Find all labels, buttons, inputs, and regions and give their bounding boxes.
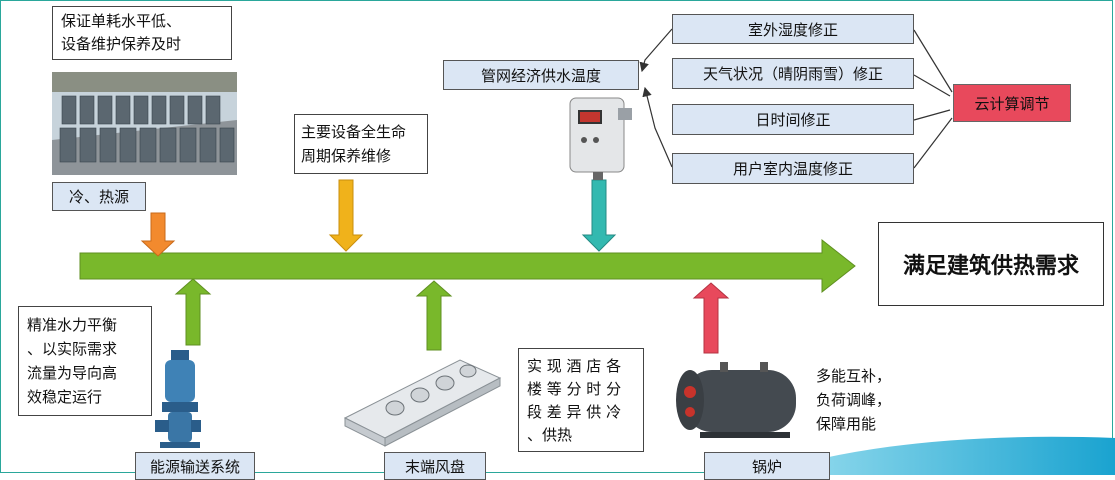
connector-user-temp xyxy=(642,86,673,168)
yellow-arrow xyxy=(328,179,364,252)
connector-cloud-daytime xyxy=(913,109,951,121)
fancoil-image xyxy=(343,359,502,447)
outdoor-humidity-correction: 室外湿度修正 xyxy=(672,14,914,44)
maintenance-note: 主要设备全生命 周期保养维修 xyxy=(294,114,428,174)
cloud-computing-box: 云计算调节 xyxy=(953,84,1071,122)
boiler-label: 锅炉 xyxy=(704,452,830,480)
boiler-up-arrow xyxy=(692,282,730,354)
energy-delivery-label: 能源输送系统 xyxy=(135,452,255,480)
efficiency-note: 保证单耗水平低、 设备维护保养及时 xyxy=(52,6,232,60)
connector-cloud-weather xyxy=(913,74,951,97)
indoor-temp-correction: 用户室内温度修正 xyxy=(672,153,914,184)
rooftop-chillers-image xyxy=(52,72,237,175)
fancoil-up-arrow xyxy=(415,280,453,351)
pipe-water-temp-label: 管网经济供水温度 xyxy=(443,60,639,90)
hotel-zoning-note: 实 现 酒 店 各 楼 等 分 时 分 段 差 异 供 冷 、供热 xyxy=(518,348,644,452)
controller-device-image xyxy=(569,97,632,180)
hydraulic-balance-note: 精准水力平衡 、以实际需求 流量为导向高 效稳定运行 xyxy=(18,306,152,416)
boiler-image xyxy=(676,362,796,438)
orange-arrow xyxy=(140,212,176,257)
cold-heat-source-label: 冷、热源 xyxy=(52,182,146,211)
decorative-wave xyxy=(760,436,1115,475)
connector-cloud-bottom xyxy=(913,117,953,169)
connector-humidity xyxy=(639,28,673,73)
daytime-correction: 日时间修正 xyxy=(672,104,914,135)
building-heating-goal: 满足建筑供热需求 xyxy=(878,222,1104,306)
weather-correction: 天气状况（晴阴雨雪）修正 xyxy=(672,58,914,89)
pump-image xyxy=(150,347,202,455)
fan-coil-label: 末端风盘 xyxy=(384,452,486,480)
multi-energy-note: 多能互补， 负荷调峰， 保障用能 xyxy=(812,360,907,438)
connector-cloud-top xyxy=(913,29,953,93)
teal-arrow xyxy=(581,179,617,252)
pump-up-arrow xyxy=(174,278,212,346)
main-flow-arrow xyxy=(79,238,856,294)
